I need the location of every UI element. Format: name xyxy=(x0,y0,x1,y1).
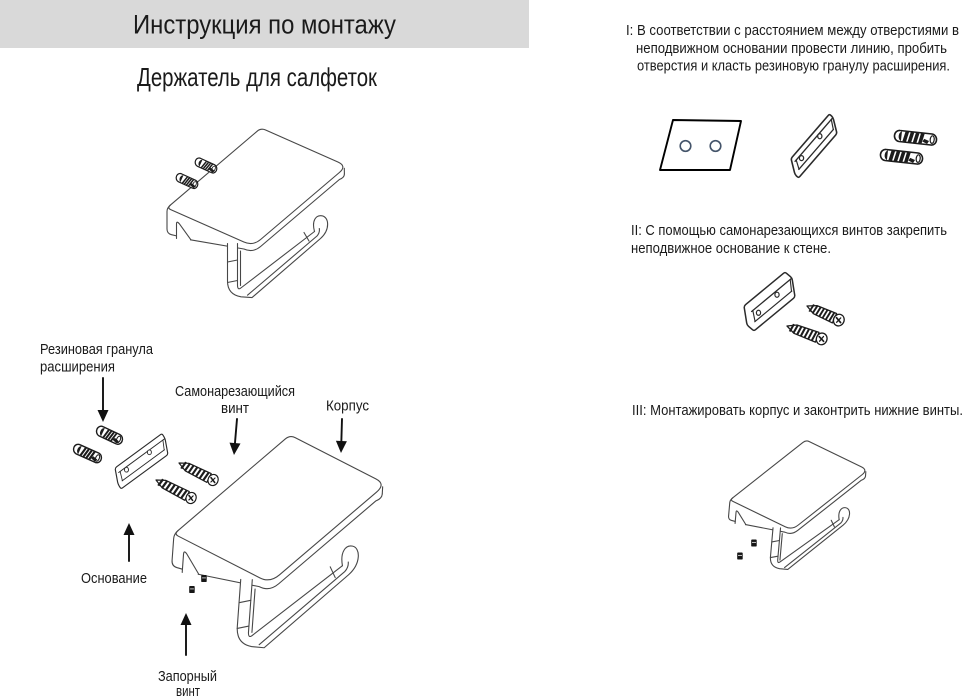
svg-text:II: С помощью самонарезающихся: II: С помощью самонарезающихся винтов за… xyxy=(631,222,947,239)
svg-text:I: В соответствии с расстояние: I: В соответствии с расстоянием между от… xyxy=(626,22,959,39)
svg-text:Инструкция по монтажу: Инструкция по монтажу xyxy=(133,10,397,40)
svg-text:Держатель для салфеток: Держатель для салфеток xyxy=(137,62,377,92)
svg-text:Резиновая гранула: Резиновая гранула xyxy=(40,342,154,358)
svg-text:III: Монтажировать корпус и за: III: Монтажировать корпус и законтрить н… xyxy=(632,402,963,419)
svg-text:неподвижном основании провести: неподвижном основании провести линию, пр… xyxy=(636,40,947,57)
svg-text:Основание: Основание xyxy=(81,571,147,587)
svg-text:Самонарезающийся: Самонарезающийся xyxy=(175,384,295,400)
svg-text:расширения: расширения xyxy=(40,360,115,376)
svg-text:винт: винт xyxy=(176,684,200,698)
svg-text:отверстия и класть резиновую г: отверстия и класть резиновую гранулу рас… xyxy=(637,58,950,75)
svg-text:неподвижное основание к стене.: неподвижное основание к стене. xyxy=(631,240,831,257)
svg-text:винт: винт xyxy=(221,401,249,417)
svg-text:Запорный: Запорный xyxy=(158,669,217,685)
svg-text:Корпус: Корпус xyxy=(326,399,369,415)
